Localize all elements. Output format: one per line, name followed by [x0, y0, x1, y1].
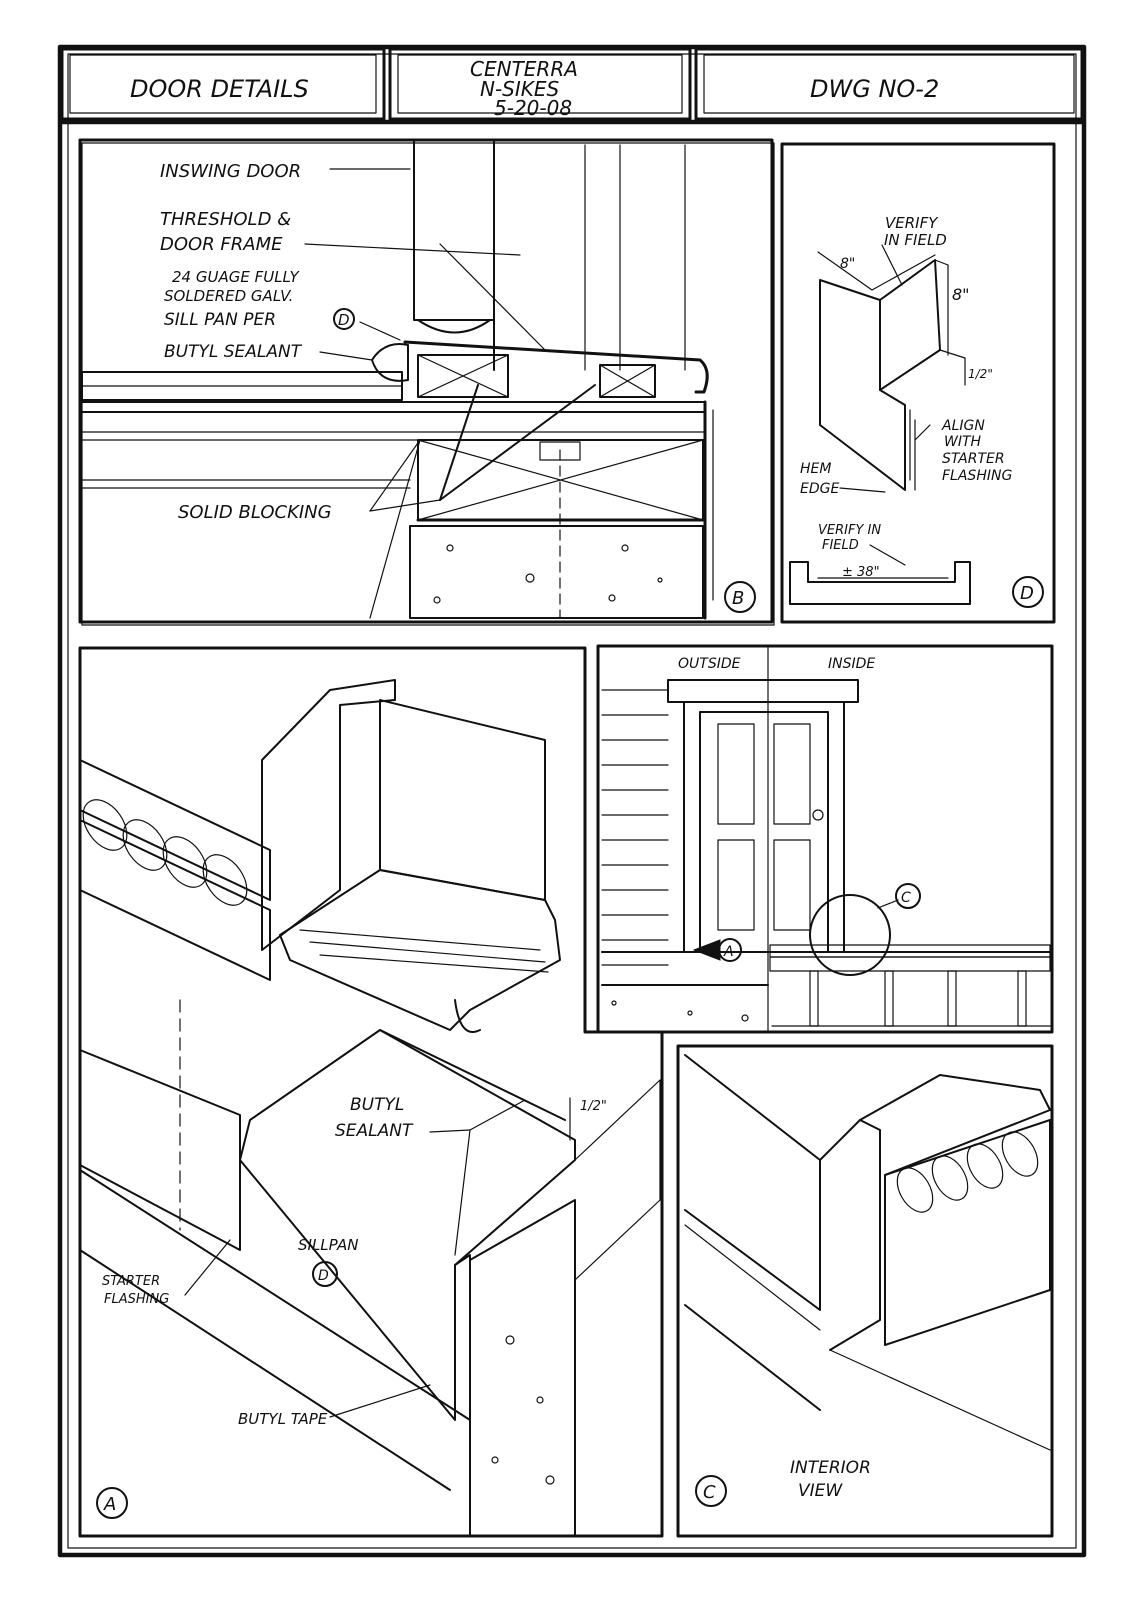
dim-half-inch: 1/2"	[968, 367, 993, 381]
concrete-foundation	[409, 525, 704, 619]
label-verify2-line1: VERIFY IN	[818, 523, 881, 538]
door-slab	[699, 711, 829, 953]
label-threshold-line1: THRESHOLD &	[160, 209, 291, 230]
sill-pan	[81, 401, 706, 413]
label-verify-line2: IN FIELD	[884, 231, 947, 249]
wall-top-plate	[79, 759, 271, 901]
label-butyl-sealant: BUTYL SEALANT	[164, 342, 303, 362]
dim-width-8in: 8"	[840, 256, 855, 272]
dim-length-38in: ± 38"	[842, 565, 880, 580]
label-verify-line1: VERIFY	[885, 214, 939, 232]
label-hem-line1: HEM	[800, 461, 831, 477]
label-align-line3: STARTER	[942, 451, 1005, 467]
callout-a-text: A	[723, 944, 734, 960]
detail-tag-d	[1012, 576, 1044, 608]
detail-tag-a-text: A	[103, 1494, 116, 1515]
dim-half-inch-a: 1/2"	[580, 1099, 607, 1114]
panel-d-sill-pan-detail: VERIFY IN FIELD 8" 8" 1/2" ALIGN WITH ST…	[780, 142, 1056, 624]
sillpan-ref-bubble	[312, 1261, 338, 1287]
dim-height-8in: 8"	[952, 285, 970, 304]
ref-bubble-d	[333, 308, 355, 330]
label-sill-pan-line3: SILL PAN PER	[164, 310, 276, 330]
callout-c-bubble	[895, 883, 921, 909]
door-jamb-back	[379, 699, 546, 901]
label-inside: INSIDE	[828, 656, 875, 672]
door-head-trim	[667, 679, 859, 703]
threshold	[403, 340, 709, 394]
title-block: DOOR DETAILS CENTERRA N-SIKES 5-20-08 DW…	[59, 47, 1085, 125]
starter-flashing-board	[79, 1049, 241, 1251]
sheet-border	[57, 44, 1087, 1558]
label-inswing-door: INSWING DOOR	[160, 161, 301, 182]
label-sill-pan-line2: SOLDERED GALV.	[164, 287, 293, 305]
door-knob	[812, 809, 824, 821]
threshold-unit	[279, 869, 561, 1031]
panel-b-threshold-section: INSWING DOOR THRESHOLD & DOOR FRAME 24 G…	[78, 138, 775, 626]
sillpan-ref-text: D	[318, 1268, 329, 1284]
rim-joist-insulated	[884, 1119, 1051, 1346]
detail-tag-d-text: D	[1020, 583, 1034, 604]
detail-tag-a	[96, 1487, 128, 1519]
ref-bubble-d-text: D	[338, 311, 350, 329]
sill-pan-section	[789, 561, 971, 605]
panel-a-isometric-sill-pan: BUTYL SEALANT 1/2" SILLPAN D STARTER FLA…	[78, 646, 664, 1538]
drawing-number: DWG NO-2	[810, 75, 939, 103]
label-align-line2: WITH	[944, 434, 982, 450]
callout-c-circle	[809, 894, 891, 976]
door-jamb-left	[261, 679, 396, 951]
label-interior-line1: INTERIOR	[790, 1458, 871, 1478]
label-outside: OUTSIDE	[678, 656, 741, 672]
sheet-title: DOOR DETAILS	[130, 75, 309, 103]
label-threshold-line2: DOOR FRAME	[160, 234, 283, 255]
detail-tag-b	[724, 581, 756, 613]
door-leaf	[413, 139, 495, 321]
panel-c-interior-view: INTERIOR VIEW C	[676, 1044, 1054, 1538]
interior-wall-face	[684, 1054, 821, 1311]
detail-tag-c-text: C	[703, 1482, 716, 1503]
label-butyl-sealant-line1: BUTYL	[350, 1095, 404, 1115]
label-interior-line2: VIEW	[798, 1481, 843, 1501]
label-verify2-line2: FIELD	[822, 538, 859, 553]
label-align-line1: ALIGN	[941, 418, 985, 434]
panel-door-elevation: A C OUTSIDE INSIDE	[596, 644, 1054, 1034]
label-butyl-tape: BUTYL TAPE	[238, 1410, 328, 1428]
label-butyl-sealant-line2: SEALANT	[335, 1121, 414, 1141]
label-solid-blocking: SOLID BLOCKING	[178, 502, 332, 523]
project-designer: N-SIKES	[480, 77, 560, 101]
project-name: CENTERRA	[470, 57, 578, 81]
callout-a-bubble	[718, 938, 742, 962]
door-frame	[683, 701, 845, 953]
door-sweep	[417, 319, 491, 334]
label-hem-line2: EDGE	[800, 481, 839, 497]
detail-tag-c	[695, 1475, 727, 1507]
callout-a-arrow	[692, 939, 721, 961]
label-sillpan: SILLPAN	[298, 1236, 358, 1254]
project-date: 5-20-08	[494, 96, 572, 120]
foundation-concrete	[469, 1199, 576, 1537]
callout-c-text: C	[901, 890, 911, 906]
label-sill-pan-line1: 24 GUAGE FULLY	[172, 268, 300, 286]
label-starter-line1: STARTER	[102, 1274, 160, 1289]
threshold-top	[859, 1074, 1051, 1176]
sill-pan-installed	[239, 1029, 576, 1421]
label-align-line4: FLASHING	[942, 468, 1012, 484]
label-starter-line2: FLASHING	[104, 1292, 169, 1307]
detail-tag-b-text: B	[732, 588, 744, 609]
